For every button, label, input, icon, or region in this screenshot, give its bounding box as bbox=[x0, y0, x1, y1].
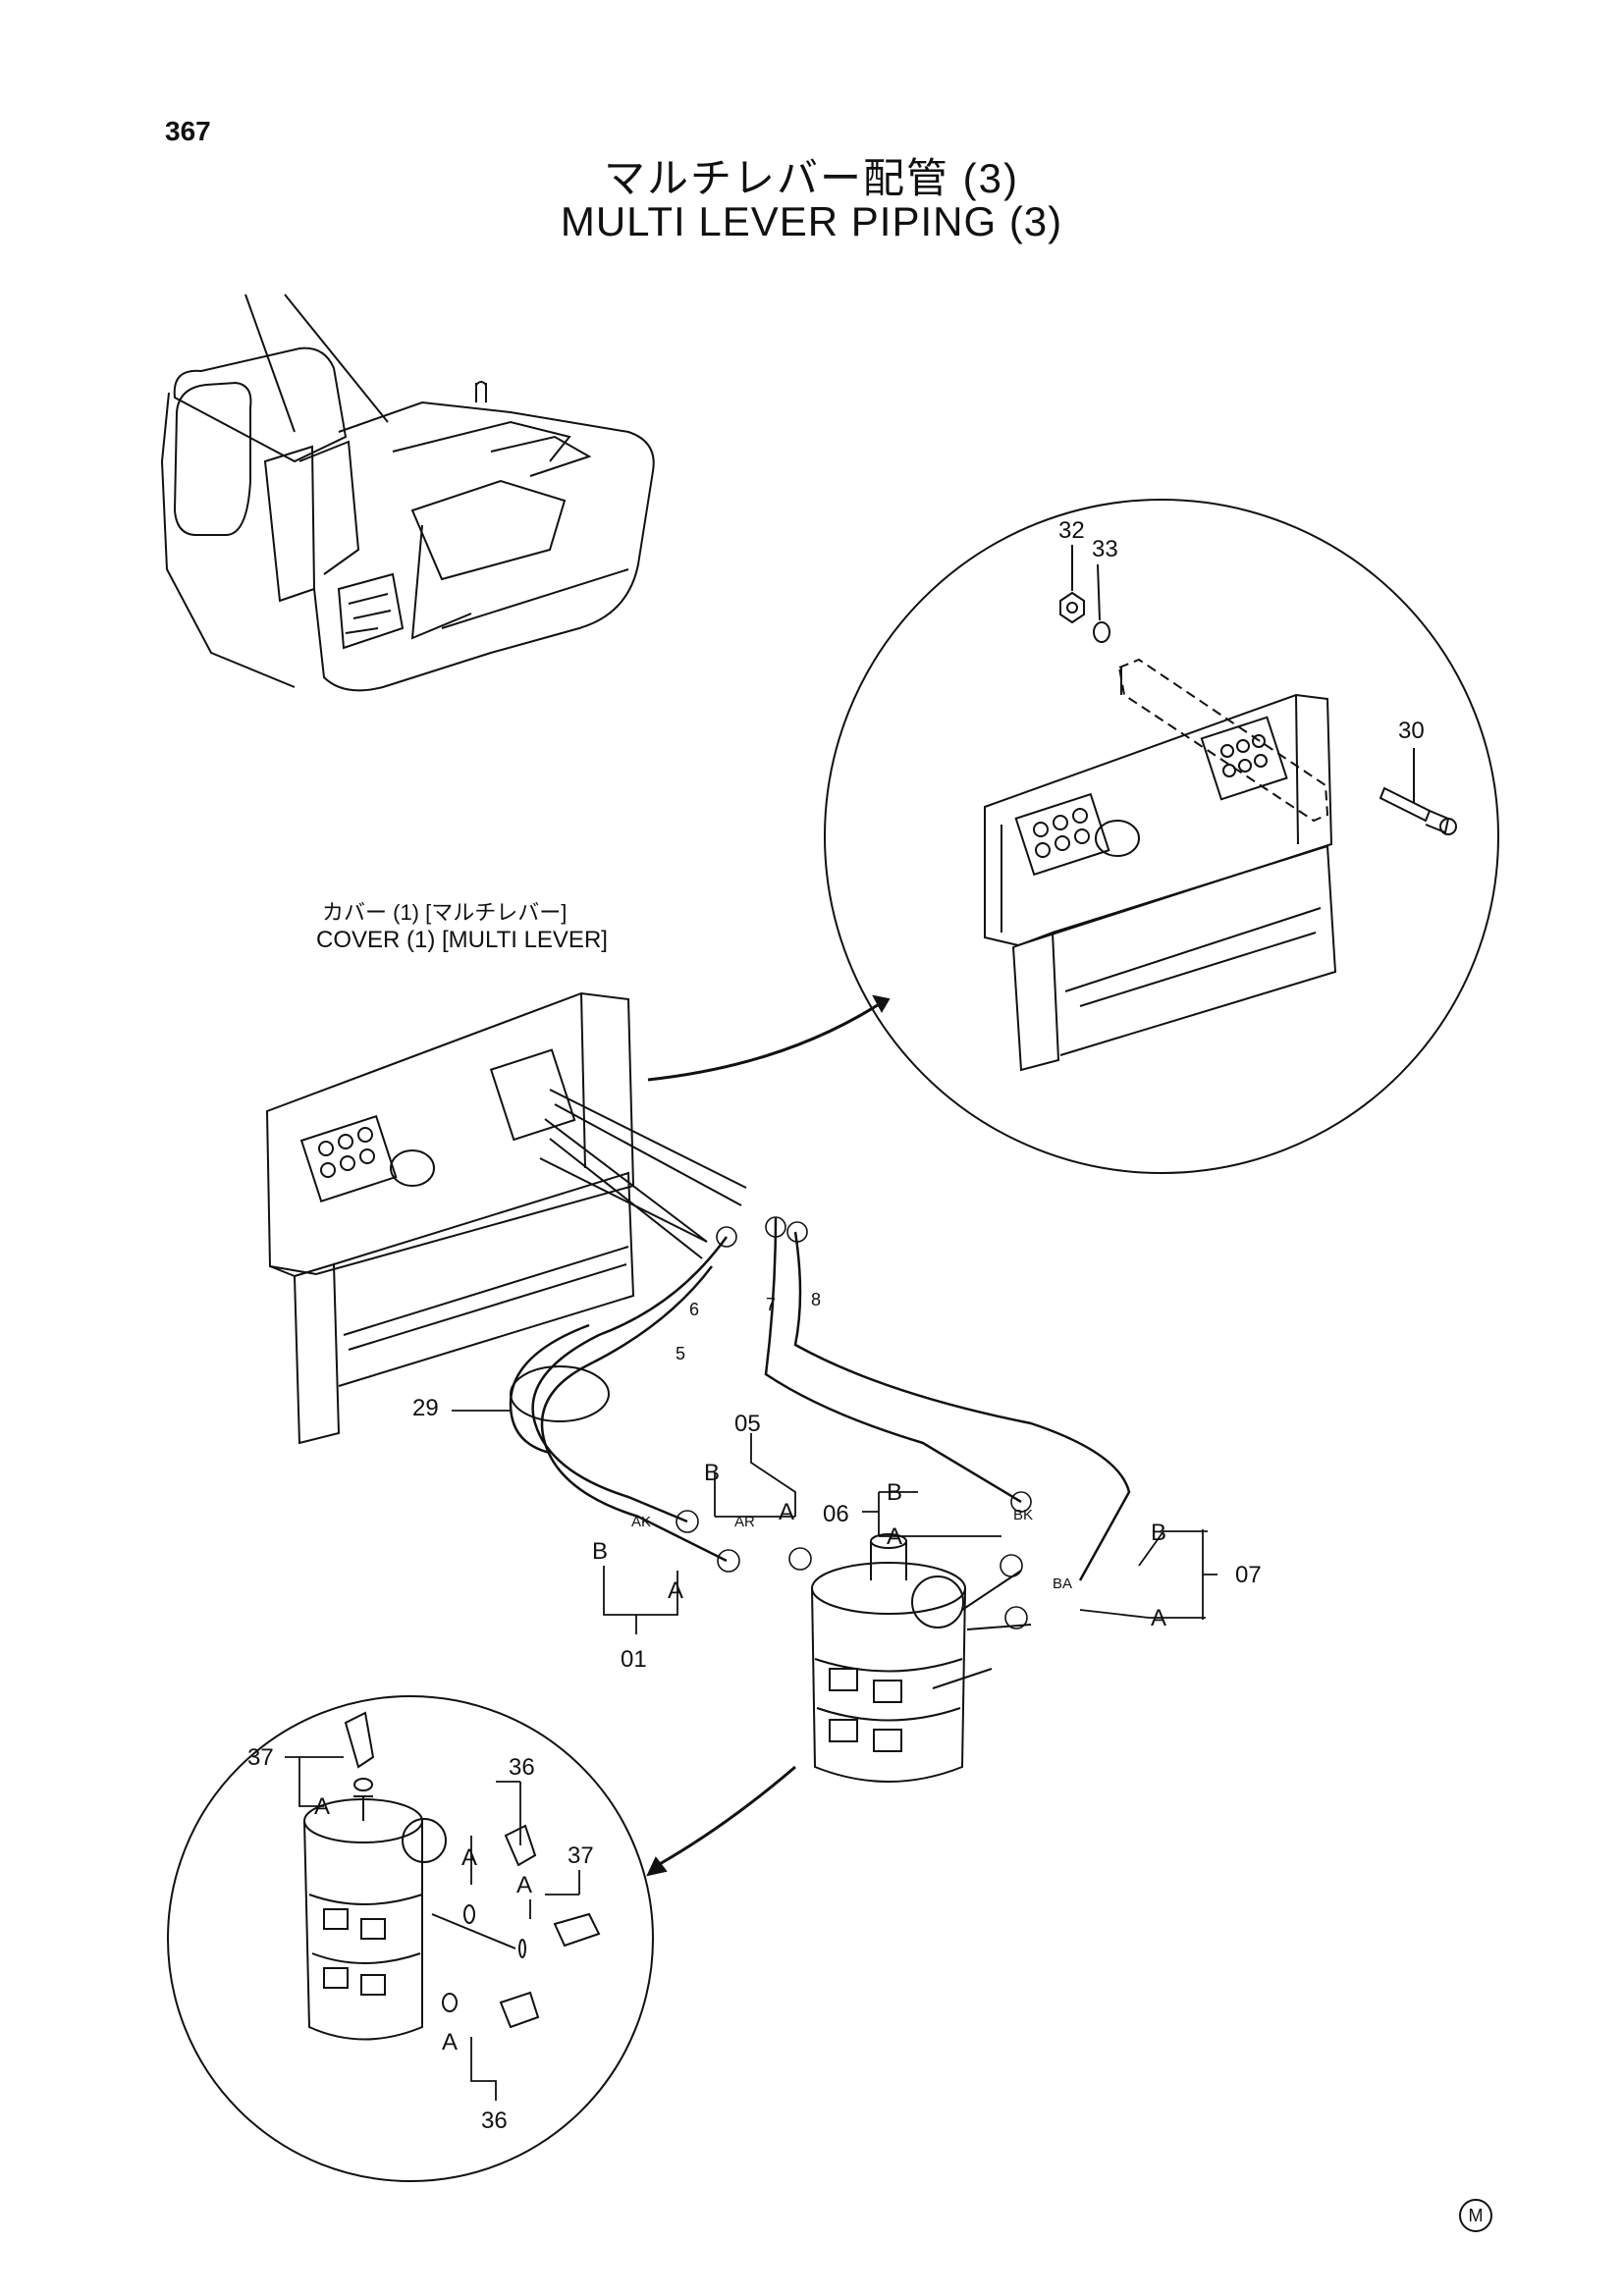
title-english: MULTI LEVER PIPING (3) bbox=[560, 198, 1063, 244]
letter-b: B bbox=[704, 1460, 720, 1486]
bottom-detail-view bbox=[167, 1695, 654, 2182]
hose-5: 5 bbox=[676, 1344, 685, 1363]
callout-33: 33 bbox=[1092, 536, 1118, 562]
callout-32: 32 bbox=[1058, 517, 1085, 544]
pilot-valve bbox=[811, 1533, 1032, 1783]
letter-a: A bbox=[516, 1872, 532, 1898]
hose-6: 6 bbox=[689, 1300, 699, 1319]
letter-a: A bbox=[314, 1793, 330, 1820]
manufacturer-mark: M bbox=[1459, 2199, 1492, 2232]
port-bk: BK bbox=[1013, 1507, 1033, 1523]
letter-a: A bbox=[779, 1499, 794, 1525]
hose-8: 8 bbox=[811, 1290, 821, 1309]
port-ba: BA bbox=[1053, 1575, 1072, 1592]
cover-note-japanese: カバー (1) [マルチレバー] bbox=[322, 900, 568, 925]
port-ar: AR bbox=[734, 1514, 755, 1530]
callout-36: 36 bbox=[509, 1754, 535, 1781]
letter-a: A bbox=[1151, 1605, 1166, 1631]
cover-panel bbox=[265, 991, 747, 1445]
callout-29: 29 bbox=[412, 1395, 439, 1421]
title-japanese: マルチレバー配管 (3) bbox=[603, 155, 1019, 201]
top-detail-view bbox=[824, 499, 1499, 1174]
callout-labels: 32 33 30 29 05 06 07 01 6 5 7 8 AK AR BK… bbox=[247, 517, 1425, 2134]
letter-b: B bbox=[1151, 1520, 1166, 1546]
cover-note-english: COVER (1) [MULTI LEVER] bbox=[316, 927, 608, 953]
letter-a: A bbox=[461, 1844, 477, 1871]
callout-07: 07 bbox=[1235, 1562, 1262, 1588]
callout-06: 06 bbox=[823, 1501, 849, 1527]
callout-36: 36 bbox=[481, 2108, 508, 2134]
callout-37: 37 bbox=[568, 1842, 594, 1869]
callout-05: 05 bbox=[734, 1411, 761, 1437]
letter-a: A bbox=[442, 2029, 458, 2056]
letter-b: B bbox=[592, 1538, 608, 1565]
callout-leaders bbox=[285, 1410, 1217, 2101]
callout-37: 37 bbox=[247, 1744, 274, 1771]
hose-7: 7 bbox=[766, 1295, 776, 1314]
letter-a: A bbox=[668, 1577, 683, 1604]
port-ak: AK bbox=[631, 1514, 651, 1530]
callout-30: 30 bbox=[1398, 718, 1425, 744]
letter-b: B bbox=[887, 1479, 902, 1506]
callout-01: 01 bbox=[621, 1646, 647, 1673]
letter-a: A bbox=[887, 1523, 902, 1550]
hose-bundle bbox=[509, 1216, 1131, 1629]
page-number: 367 bbox=[165, 116, 211, 146]
excavator-illustration bbox=[160, 294, 655, 692]
